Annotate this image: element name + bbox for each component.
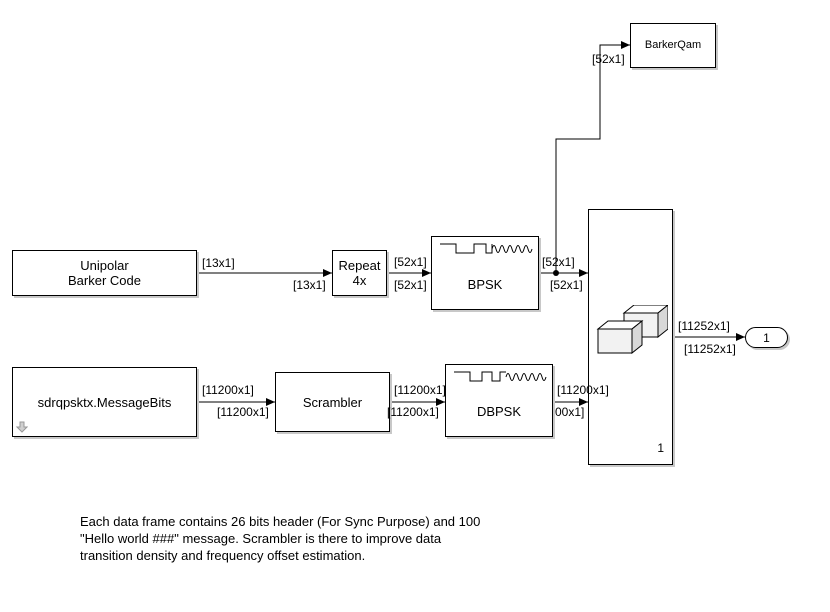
annotation-note[interactable]: Each data frame contains 26 bits header …	[80, 514, 481, 563]
barkerqam-block[interactable]: BarkerQam	[630, 23, 716, 68]
signal-label-bpsk-in: [52x1]	[394, 278, 427, 292]
signal-label-scrambler-out: [11200x1]	[394, 383, 446, 397]
bpsk-waveform-icon	[440, 243, 533, 254]
signal-label-repeat-in: [13x1]	[293, 278, 326, 292]
line-branch-to-barkerqam[interactable]	[555, 41, 630, 273]
bpsk-block[interactable]: BPSK	[431, 236, 539, 310]
scrambler-block[interactable]: Scrambler	[275, 372, 390, 432]
concatenate-cubes-icon	[596, 305, 668, 355]
signal-label-dbpsk-in: [11200x1]	[387, 405, 439, 419]
branch-point	[553, 270, 559, 276]
outport-number: 1	[763, 330, 770, 345]
down-arrow-icon	[16, 421, 28, 433]
signal-label-concat-out: [11252x1]	[678, 319, 730, 333]
bpsk-label: BPSK	[467, 276, 503, 292]
dbpsk-waveform-icon	[454, 371, 547, 382]
signal-label-dbpsk-out: [11200x1]	[557, 383, 609, 397]
barkerqam-label: BarkerQam	[644, 39, 702, 51]
repeat-label: Repeat 4x	[338, 258, 381, 288]
unipolar-barker-code-label: Unipolar Barker Code	[68, 258, 141, 288]
matrix-concatenate-block[interactable]: 1	[588, 209, 673, 465]
dbpsk-block[interactable]: DBPSK	[445, 364, 553, 437]
signal-label-concat-in2: 00x1]	[555, 405, 585, 419]
outport-1[interactable]: 1	[745, 327, 788, 348]
unipolar-barker-code-block[interactable]: Unipolar Barker Code	[12, 250, 197, 296]
signal-label-outport-in: [11252x1]	[684, 342, 736, 356]
repeat-block[interactable]: Repeat 4x	[332, 250, 387, 296]
message-bits-label: sdrqpsktx.MessageBits	[37, 394, 172, 410]
signal-label-repeat-out: [52x1]	[394, 255, 427, 269]
signal-label-scrambler-in: [11200x1]	[217, 405, 269, 419]
signal-label-concat-in1: [52x1]	[550, 278, 583, 292]
signal-label-msg-out: [11200x1]	[202, 383, 254, 397]
signal-label-barker-out: [13x1]	[202, 256, 235, 270]
dbpsk-label: DBPSK	[476, 404, 522, 419]
concatenate-port-count: 1	[657, 441, 664, 455]
signal-label-bpsk-out: [52x1]	[542, 255, 575, 269]
signal-label-barkerqam-in: [52x1]	[592, 52, 625, 66]
message-bits-block[interactable]: sdrqpsktx.MessageBits	[12, 367, 197, 437]
scrambler-label: Scrambler	[302, 394, 363, 410]
